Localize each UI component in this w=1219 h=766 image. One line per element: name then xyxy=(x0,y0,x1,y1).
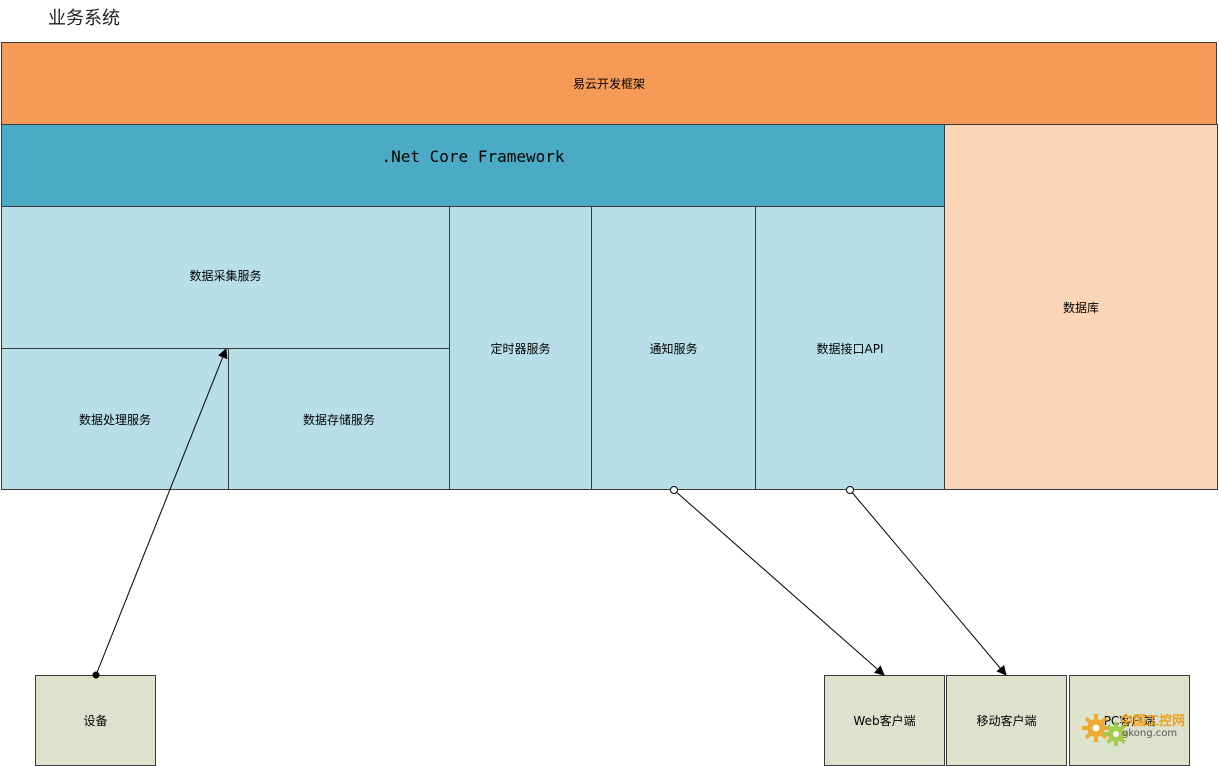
notify-label: 通知服务 xyxy=(649,341,698,356)
data-storage-service: 数据存储服务 xyxy=(228,348,450,490)
netcore-label: .Net Core Framework xyxy=(381,147,565,166)
pc-client-label: PC客户端 xyxy=(1103,714,1156,728)
data-storage-label: 数据存储服务 xyxy=(302,412,375,427)
netcore-layer: .Net Core Framework xyxy=(1,124,945,207)
timer-service: 定时器服务 xyxy=(449,206,592,490)
data-collect-service: 数据采集服务 xyxy=(1,206,450,349)
device-box: 设备 xyxy=(35,675,156,766)
web-client-label: Web客户端 xyxy=(853,714,916,728)
data-process-service: 数据处理服务 xyxy=(1,348,229,490)
mobile-client-label: 移动客户端 xyxy=(976,714,1037,728)
pc-client-box: PC客户端 xyxy=(1069,675,1190,766)
notify-service: 通知服务 xyxy=(591,206,756,490)
diagram-title: 业务系统 xyxy=(48,8,120,29)
data-api-label: 数据接口API xyxy=(816,341,884,356)
database-label: 数据库 xyxy=(1062,300,1099,315)
data-api-service: 数据接口API xyxy=(755,206,945,490)
framework-layer: 易云开发框架 xyxy=(1,42,1217,125)
device-label: 设备 xyxy=(83,714,108,728)
mobile-client-box: 移动客户端 xyxy=(946,675,1067,766)
timer-label: 定时器服务 xyxy=(490,341,551,356)
data-process-label: 数据处理服务 xyxy=(78,412,151,427)
database-box: 数据库 xyxy=(944,124,1218,490)
notify-to-web-connector xyxy=(670,486,885,676)
api-to-mobile-connector xyxy=(846,486,1007,676)
data-collect-label: 数据采集服务 xyxy=(189,269,262,283)
web-client-box: Web客户端 xyxy=(824,675,945,766)
framework-label: 易云开发框架 xyxy=(572,77,645,91)
